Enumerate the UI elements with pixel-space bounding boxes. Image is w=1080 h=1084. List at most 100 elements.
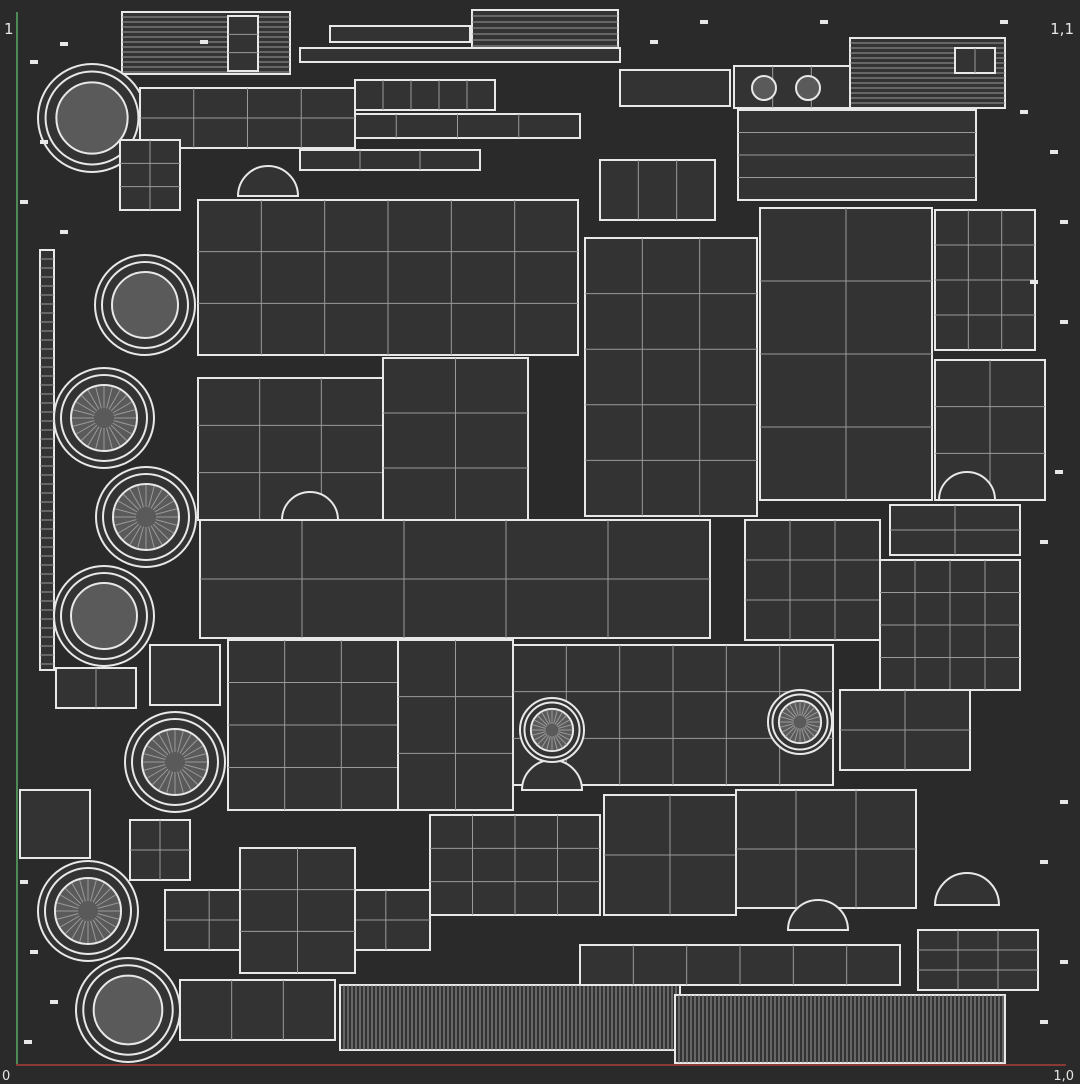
uv-island[interactable] <box>118 500 138 513</box>
uv-island[interactable] <box>1030 280 1038 284</box>
uv-island[interactable] <box>149 644 221 706</box>
uv-island[interactable] <box>158 734 171 754</box>
uv-island[interactable] <box>795 75 821 101</box>
uv-island[interactable] <box>92 883 105 903</box>
uv-island[interactable] <box>674 994 1006 1064</box>
uv-island[interactable] <box>102 473 190 561</box>
uv-island[interactable] <box>751 75 777 101</box>
uv-island[interactable] <box>236 165 300 197</box>
uv-island[interactable] <box>1060 220 1068 224</box>
uv-island[interactable] <box>794 702 799 716</box>
uv-island[interactable] <box>280 491 340 521</box>
uv-island[interactable] <box>789 704 798 717</box>
uv-island[interactable] <box>933 872 1001 906</box>
uv-island[interactable] <box>81 424 98 441</box>
uv-island[interactable] <box>143 753 166 760</box>
uv-island[interactable] <box>71 883 84 903</box>
uv-island[interactable] <box>200 40 208 44</box>
uv-island[interactable] <box>40 140 48 144</box>
uv-island[interactable] <box>179 734 192 754</box>
uv-island[interactable] <box>183 745 203 758</box>
uv-island[interactable] <box>554 735 563 748</box>
uv-island[interactable] <box>79 879 86 902</box>
uv-island[interactable] <box>19 789 91 859</box>
uv-island[interactable] <box>541 735 550 748</box>
uv-island[interactable] <box>553 736 558 750</box>
uv-island[interactable] <box>299 47 621 63</box>
uv-island[interactable] <box>101 261 189 349</box>
uv-island[interactable] <box>806 716 820 721</box>
uv-island[interactable] <box>181 768 198 785</box>
uv-island[interactable] <box>56 902 79 909</box>
uv-island[interactable] <box>700 20 708 24</box>
uv-island[interactable] <box>30 60 38 64</box>
uv-island[interactable] <box>60 374 148 462</box>
uv-island[interactable] <box>95 427 102 450</box>
uv-island[interactable] <box>90 879 97 902</box>
uv-island[interactable] <box>785 726 796 737</box>
uv-island[interactable] <box>82 964 174 1056</box>
uv-island[interactable] <box>154 521 174 534</box>
uv-island[interactable] <box>154 500 174 513</box>
uv-island[interactable] <box>523 701 581 759</box>
uv-island[interactable] <box>79 920 86 943</box>
uv-island[interactable] <box>806 723 820 728</box>
uv-island[interactable] <box>131 718 219 806</box>
uv-island[interactable] <box>76 422 96 435</box>
uv-island[interactable] <box>780 723 794 728</box>
uv-island[interactable] <box>152 494 169 511</box>
uv-island[interactable] <box>804 726 815 737</box>
uv-island[interactable] <box>96 894 116 907</box>
uv-island[interactable] <box>744 519 881 641</box>
uv-island[interactable] <box>802 727 811 740</box>
uv-island[interactable] <box>1060 800 1068 804</box>
uv-island[interactable] <box>92 974 164 1046</box>
uv-island[interactable] <box>179 979 336 1041</box>
uv-island[interactable] <box>1020 110 1028 114</box>
uv-island[interactable] <box>1040 1020 1048 1024</box>
uv-island[interactable] <box>72 409 95 416</box>
uv-island[interactable] <box>60 230 68 234</box>
uv-island[interactable] <box>1055 470 1063 474</box>
uv-island[interactable] <box>619 69 731 107</box>
uv-island[interactable] <box>106 427 113 450</box>
uv-island[interactable] <box>299 149 481 171</box>
uv-island[interactable] <box>96 915 116 928</box>
uv-island[interactable] <box>183 766 203 779</box>
uv-island[interactable] <box>152 739 169 756</box>
uv-island[interactable] <box>76 401 96 414</box>
uv-island[interactable] <box>804 707 815 718</box>
uv-island[interactable] <box>155 519 178 526</box>
uv-island[interactable] <box>148 485 155 508</box>
uv-island[interactable] <box>329 25 471 43</box>
uv-island[interactable] <box>148 526 155 549</box>
uv-island[interactable] <box>150 525 163 545</box>
uv-island[interactable] <box>584 237 758 517</box>
uv-island[interactable] <box>87 426 100 446</box>
uv-island[interactable] <box>44 70 140 166</box>
uv-island[interactable] <box>227 15 259 72</box>
uv-island[interactable] <box>60 42 68 46</box>
uv-island[interactable] <box>87 390 100 410</box>
uv-island[interactable] <box>147 766 167 779</box>
uv-island[interactable] <box>801 702 806 716</box>
uv-island[interactable] <box>71 919 84 939</box>
uv-island[interactable] <box>556 734 567 745</box>
uv-island[interactable] <box>65 917 82 934</box>
uv-island[interactable] <box>785 707 796 718</box>
uv-island[interactable] <box>44 867 132 955</box>
uv-island[interactable] <box>553 710 558 724</box>
uv-island[interactable] <box>50 1000 58 1004</box>
uv-island[interactable] <box>184 753 207 760</box>
uv-island[interactable] <box>177 730 184 753</box>
uv-island[interactable] <box>1060 320 1068 324</box>
uv-island[interactable] <box>1040 860 1048 864</box>
uv-island[interactable] <box>557 719 570 728</box>
uv-island[interactable] <box>137 485 144 508</box>
uv-island[interactable] <box>179 770 192 790</box>
uv-island[interactable] <box>166 771 173 794</box>
uv-island[interactable] <box>55 81 129 155</box>
uv-island[interactable] <box>556 715 567 726</box>
uv-island[interactable] <box>65 888 82 905</box>
uv-island[interactable] <box>789 727 798 740</box>
